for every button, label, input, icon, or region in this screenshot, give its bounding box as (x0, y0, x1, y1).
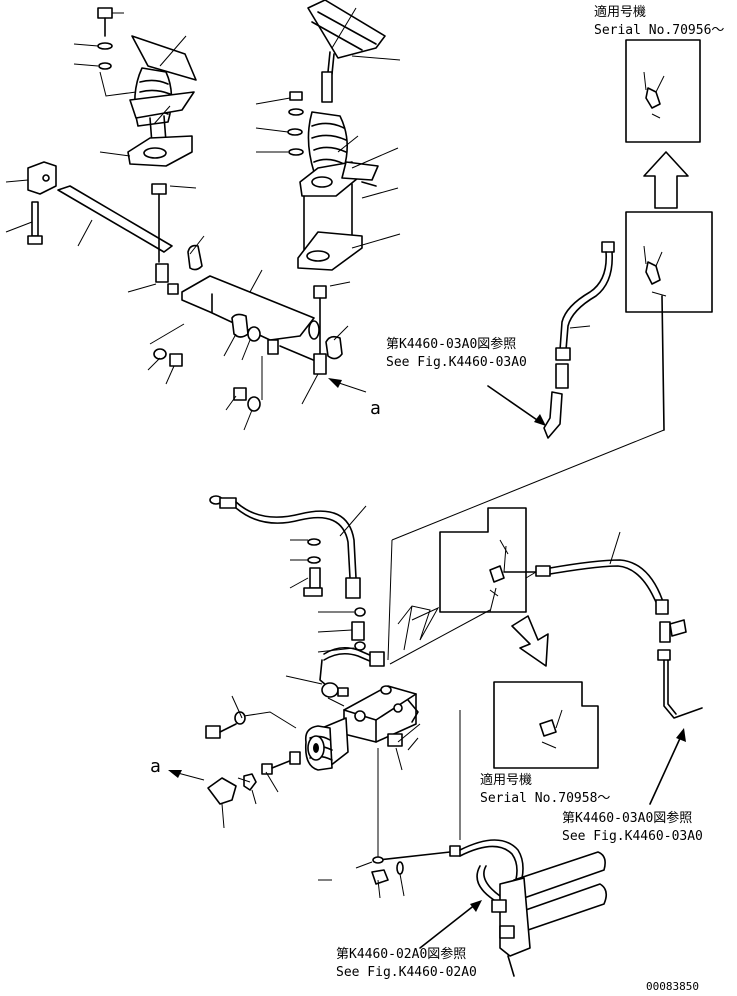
bottom-small-parts (371, 856, 404, 885)
serial-mid-jp: 適用号機 (480, 772, 532, 788)
leader-lines (5, 7, 621, 899)
drawing-number: 00083850 (646, 980, 699, 993)
serial-top-en: Serial No.70956～ (594, 23, 724, 38)
lower-left-hose (209, 495, 361, 599)
detail-box-second (625, 211, 713, 313)
ref-right-jp: 第K4460-03A0図参照 (562, 810, 692, 826)
ref-bottom-jp: 第K4460-02A0図参照 (336, 946, 466, 962)
connecting-lines (377, 429, 665, 860)
reference-arrows (419, 385, 686, 949)
right-pedal-assembly (287, 0, 386, 271)
serial-top-jp: 適用号機 (594, 4, 646, 20)
view-marker-upper: a (370, 398, 381, 419)
arrow-down (511, 615, 549, 667)
lower-left-fasteners (205, 711, 301, 805)
linkage-assembly (27, 161, 343, 412)
ref-upper-en: See Fig.K4460-03A0 (386, 355, 527, 370)
arrow-up (643, 151, 689, 209)
upper-hose (543, 241, 665, 439)
ref-upper-jp: 第K4460-03A0図参照 (386, 336, 516, 352)
view-marker-lower: a (150, 756, 161, 777)
center-cylinder (304, 685, 419, 771)
detail-box-top (625, 39, 701, 143)
ref-bottom-en: See Fig.K4460-02A0 (336, 965, 477, 980)
lower-left-parts (303, 538, 385, 698)
view-arrow-lower (168, 770, 205, 781)
ref-right-en: See Fig.K4460-03A0 (562, 829, 703, 844)
left-pedal-assembly (97, 7, 197, 167)
serial-mid-en: Serial No.70958～ (480, 791, 610, 806)
detail-box-lower (493, 681, 599, 769)
right-hose (535, 559, 703, 719)
view-arrow-upper (328, 378, 367, 393)
detail-box-middle (439, 507, 537, 613)
bottom-valve-assembly (377, 839, 608, 977)
